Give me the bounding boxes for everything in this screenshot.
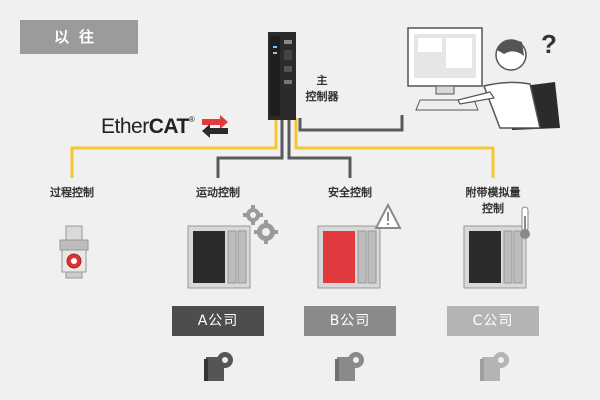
operator-pc-icon bbox=[407, 27, 560, 130]
book-gear-icon bbox=[204, 352, 233, 381]
ethercat-arrows-icon bbox=[202, 115, 228, 138]
company-a-box: A公司 bbox=[172, 306, 264, 336]
main-controller-label-line2: 控制器 bbox=[305, 90, 339, 103]
main-controller-label-line1: 主 bbox=[316, 74, 328, 87]
warning-icon bbox=[374, 202, 402, 229]
domain-label-analog: 附带模拟量 控制 bbox=[466, 184, 521, 216]
domain-label-analog-line2: 控制 bbox=[482, 202, 504, 215]
bus-to-process bbox=[70, 118, 278, 178]
domain-label-motion: 运动控制 bbox=[196, 186, 240, 199]
valve-sensor-icon bbox=[59, 225, 89, 279]
conventional-badge: 以往 bbox=[20, 20, 138, 54]
book-gear-icon bbox=[335, 352, 364, 381]
thermometer-icon bbox=[520, 206, 530, 239]
drop-to-motion bbox=[216, 118, 284, 178]
ethercat-reg: ® bbox=[188, 115, 195, 124]
main-controller-icon bbox=[268, 32, 296, 120]
plc-motion-icon bbox=[187, 225, 251, 289]
drop-to-safety bbox=[287, 118, 352, 178]
drop-lines bbox=[216, 115, 404, 178]
company-b-box: B公司 bbox=[304, 306, 396, 336]
main-controller-label: 主 控制器 bbox=[306, 72, 339, 104]
ethercat-logo: EtherCAT® bbox=[101, 115, 195, 139]
domain-label-analog-line1: 附带模拟量 bbox=[465, 186, 521, 199]
bus-to-analog bbox=[294, 118, 495, 178]
ethercat-text-plain: Ether bbox=[101, 115, 149, 138]
domain-label-safety: 安全控制 bbox=[328, 186, 372, 199]
company-c-box: C公司 bbox=[447, 306, 539, 336]
plc-safety-icon bbox=[317, 225, 381, 289]
ethercat-text-bold: CAT bbox=[148, 115, 190, 138]
question-mark-icon: ? bbox=[541, 29, 557, 59]
gears-icon bbox=[243, 205, 278, 244]
book-gear-icon bbox=[480, 352, 509, 381]
domain-label-process: 过程控制 bbox=[50, 186, 94, 199]
plc-analog-icon bbox=[463, 225, 527, 289]
ethercat-bus bbox=[70, 118, 495, 178]
drop-to-pc bbox=[298, 115, 404, 132]
